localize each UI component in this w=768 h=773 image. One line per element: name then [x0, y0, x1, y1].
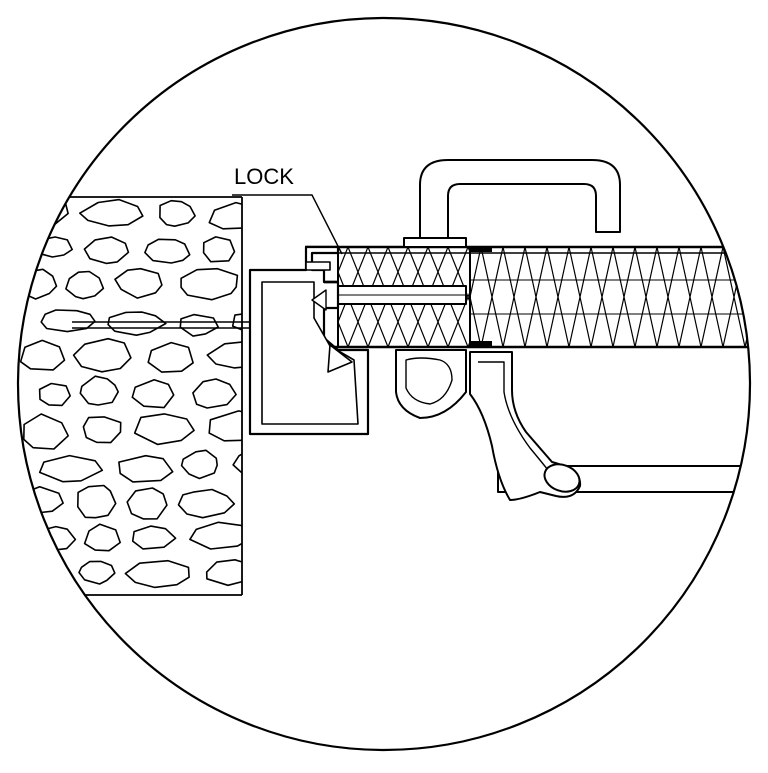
stone — [65, 270, 105, 300]
detail-circle — [16, 16, 752, 752]
stone — [189, 521, 242, 550]
stone — [79, 375, 119, 406]
stone — [208, 410, 242, 442]
stone — [126, 487, 168, 520]
stone — [78, 560, 116, 585]
lock-label: LOCK — [234, 164, 294, 189]
bottom-hinge-bracket — [469, 351, 582, 501]
stone — [38, 454, 104, 483]
stone — [124, 559, 190, 589]
stone — [180, 267, 239, 301]
stone — [79, 198, 144, 227]
stone — [248, 241, 282, 263]
stone — [22, 413, 69, 450]
stone — [177, 488, 236, 519]
door-handle — [403, 159, 621, 248]
stone — [40, 309, 96, 333]
stone — [232, 449, 242, 479]
stone — [114, 267, 163, 299]
stone — [83, 523, 121, 552]
stone — [118, 454, 174, 483]
stone — [159, 199, 196, 227]
lock-callout: LOCK — [232, 164, 343, 255]
stone — [192, 378, 237, 409]
stone — [208, 201, 242, 230]
stone — [38, 382, 71, 407]
stone — [20, 560, 67, 584]
stone — [39, 525, 77, 552]
stone — [205, 558, 242, 587]
stone — [72, 337, 132, 373]
stone-texture — [19, 197, 310, 589]
stone — [82, 416, 122, 444]
stone — [180, 449, 218, 480]
stone — [206, 340, 242, 369]
stone — [231, 311, 242, 334]
insulated-panel — [305, 245, 750, 349]
stone — [179, 313, 219, 337]
stone — [131, 525, 177, 550]
stone — [144, 238, 191, 264]
stone — [19, 268, 58, 300]
stone-wall — [19, 196, 310, 596]
stone — [131, 378, 175, 409]
stone — [19, 485, 64, 514]
stone — [202, 236, 236, 263]
stone — [250, 485, 310, 514]
stone — [147, 341, 194, 373]
stone — [19, 339, 66, 371]
stone — [107, 311, 167, 337]
stone — [133, 413, 195, 446]
lock-leader-line — [232, 194, 343, 255]
stone — [83, 236, 130, 265]
stone — [77, 484, 117, 519]
lock-profile — [248, 245, 370, 436]
hinge-knuckle — [395, 349, 467, 419]
